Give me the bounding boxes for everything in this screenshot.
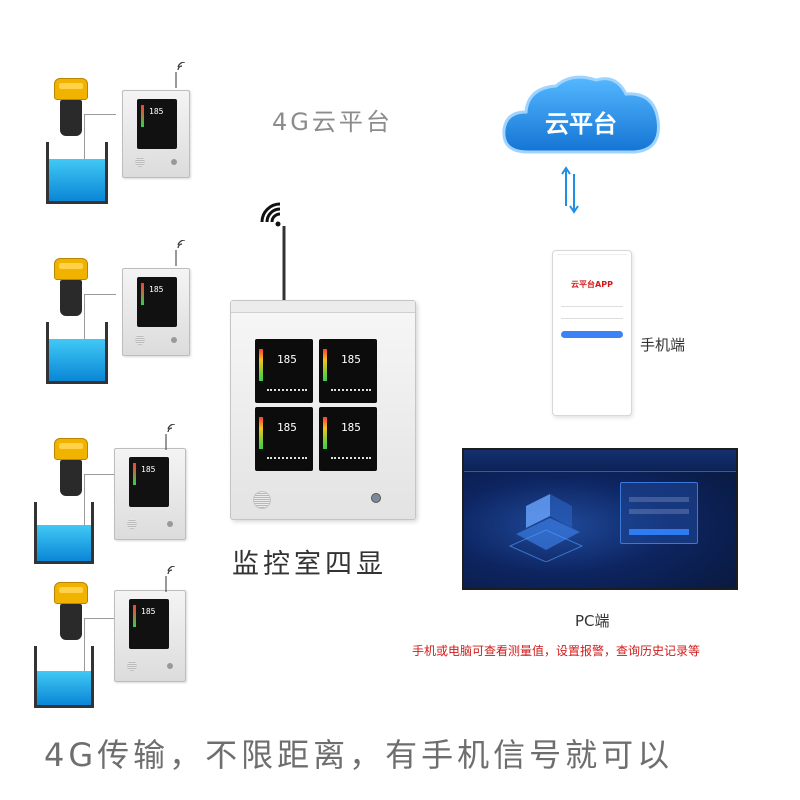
bottom-slogan: 4G传输，不限距离，有手机信号就可以 bbox=[44, 736, 674, 774]
pc-top-bar bbox=[464, 450, 736, 472]
wifi-signal-icon bbox=[165, 566, 176, 592]
wifi-signal-icon bbox=[165, 424, 176, 450]
pc-username-field[interactable] bbox=[629, 497, 689, 502]
phone-login-button[interactable] bbox=[561, 331, 623, 338]
cloud-label: 云平台 bbox=[545, 110, 617, 138]
monitoring-cabinet: 185 185 185 185 bbox=[230, 300, 416, 520]
panel-keys bbox=[267, 457, 307, 461]
key-lock-icon bbox=[371, 493, 381, 503]
monitoring-room-label: 监控室四显 bbox=[232, 549, 387, 580]
field-unit-2: 185 bbox=[46, 240, 216, 398]
cloud-icon bbox=[502, 75, 660, 154]
field-unit-4: 185 bbox=[34, 566, 204, 722]
panel-reading: 185 bbox=[277, 353, 297, 366]
controller-screen: 185 bbox=[137, 277, 177, 327]
panel-reading: 185 bbox=[277, 421, 297, 434]
display-panel-3: 185 bbox=[255, 407, 313, 471]
controller-reading: 185 bbox=[149, 107, 164, 116]
field-unit-3: 185 bbox=[34, 424, 204, 578]
app-title: 云平台APP bbox=[571, 280, 613, 289]
ultrasonic-sensor-body bbox=[60, 460, 82, 496]
field-unit-1: 185 bbox=[46, 62, 216, 218]
pc-screen bbox=[462, 448, 738, 590]
buzzer-grille bbox=[135, 335, 145, 345]
level-controller: 185 bbox=[122, 268, 190, 356]
laptop-illustration-icon bbox=[508, 494, 584, 562]
water-level bbox=[37, 525, 91, 561]
level-controller: 185 bbox=[114, 590, 186, 682]
cabinet-lid bbox=[231, 301, 415, 313]
panel-reading: 185 bbox=[341, 353, 361, 366]
ultrasonic-sensor-head bbox=[54, 78, 88, 100]
controller-reading: 185 bbox=[141, 607, 156, 616]
level-bar bbox=[259, 417, 263, 449]
phone-status-bar bbox=[557, 254, 627, 258]
pc-login-panel bbox=[620, 482, 698, 544]
controller-screen: 185 bbox=[129, 457, 169, 507]
water-level bbox=[37, 671, 91, 705]
panel-keys bbox=[267, 389, 307, 393]
ultrasonic-sensor-head bbox=[54, 258, 88, 280]
pc-end-label: PC端 bbox=[575, 612, 610, 630]
lock-icon bbox=[167, 521, 173, 527]
buzzer-grille bbox=[135, 157, 145, 167]
cloud-platform-4g-label: 4G云平台 bbox=[272, 108, 393, 136]
cloud-platform: 云平台 bbox=[498, 70, 664, 160]
sensor-cable bbox=[84, 618, 116, 678]
ultrasonic-sensor-head bbox=[54, 438, 88, 460]
pc-login-button[interactable] bbox=[629, 529, 689, 535]
controller-reading: 185 bbox=[141, 465, 156, 474]
sensor-cable bbox=[84, 114, 116, 178]
phone-username-field[interactable] bbox=[561, 301, 623, 307]
water-tank bbox=[34, 646, 94, 708]
buzzer-grille bbox=[127, 661, 137, 671]
wifi-signal-icon bbox=[175, 240, 186, 266]
water-level bbox=[49, 159, 105, 201]
water-tank bbox=[34, 502, 94, 564]
display-panel-1: 185 bbox=[255, 339, 313, 403]
wifi-signal-icon bbox=[175, 62, 186, 88]
level-controller: 185 bbox=[114, 448, 186, 540]
lock-icon bbox=[171, 159, 177, 165]
ultrasonic-sensor-body bbox=[60, 100, 82, 136]
controller-screen: 185 bbox=[137, 99, 177, 149]
main-antenna-signal-icon bbox=[260, 202, 286, 304]
level-bar bbox=[259, 349, 263, 381]
lock-icon bbox=[167, 663, 173, 669]
pc-password-field[interactable] bbox=[629, 509, 689, 514]
panel-keys bbox=[331, 457, 371, 461]
ultrasonic-sensor-body bbox=[60, 604, 82, 640]
water-level bbox=[49, 339, 105, 381]
panel-keys bbox=[331, 389, 371, 393]
panel-reading: 185 bbox=[341, 421, 361, 434]
sensor-cable bbox=[84, 294, 116, 350]
level-bar bbox=[323, 417, 327, 449]
display-panel-2: 185 bbox=[319, 339, 377, 403]
level-controller: 185 bbox=[122, 90, 190, 178]
buzzer-grille bbox=[127, 519, 137, 529]
level-bar bbox=[323, 349, 327, 381]
lock-icon bbox=[171, 337, 177, 343]
mobile-end-label: 手机端 bbox=[640, 336, 686, 354]
controller-reading: 185 bbox=[149, 285, 164, 294]
ultrasonic-sensor-head bbox=[54, 582, 88, 604]
up-down-arrows-icon bbox=[561, 166, 579, 214]
speaker-grille bbox=[253, 491, 271, 509]
sensor-cable bbox=[84, 474, 116, 536]
mobile-phone-screen: 云平台APP bbox=[552, 250, 632, 416]
ultrasonic-sensor-body bbox=[60, 280, 82, 316]
display-panel-4: 185 bbox=[319, 407, 377, 471]
features-caption: 手机或电脑可查看测量值，设置报警，查询历史记录等 bbox=[412, 644, 701, 658]
phone-password-field[interactable] bbox=[561, 313, 623, 319]
water-tank bbox=[46, 142, 108, 204]
controller-screen: 185 bbox=[129, 599, 169, 649]
water-tank bbox=[46, 322, 108, 384]
